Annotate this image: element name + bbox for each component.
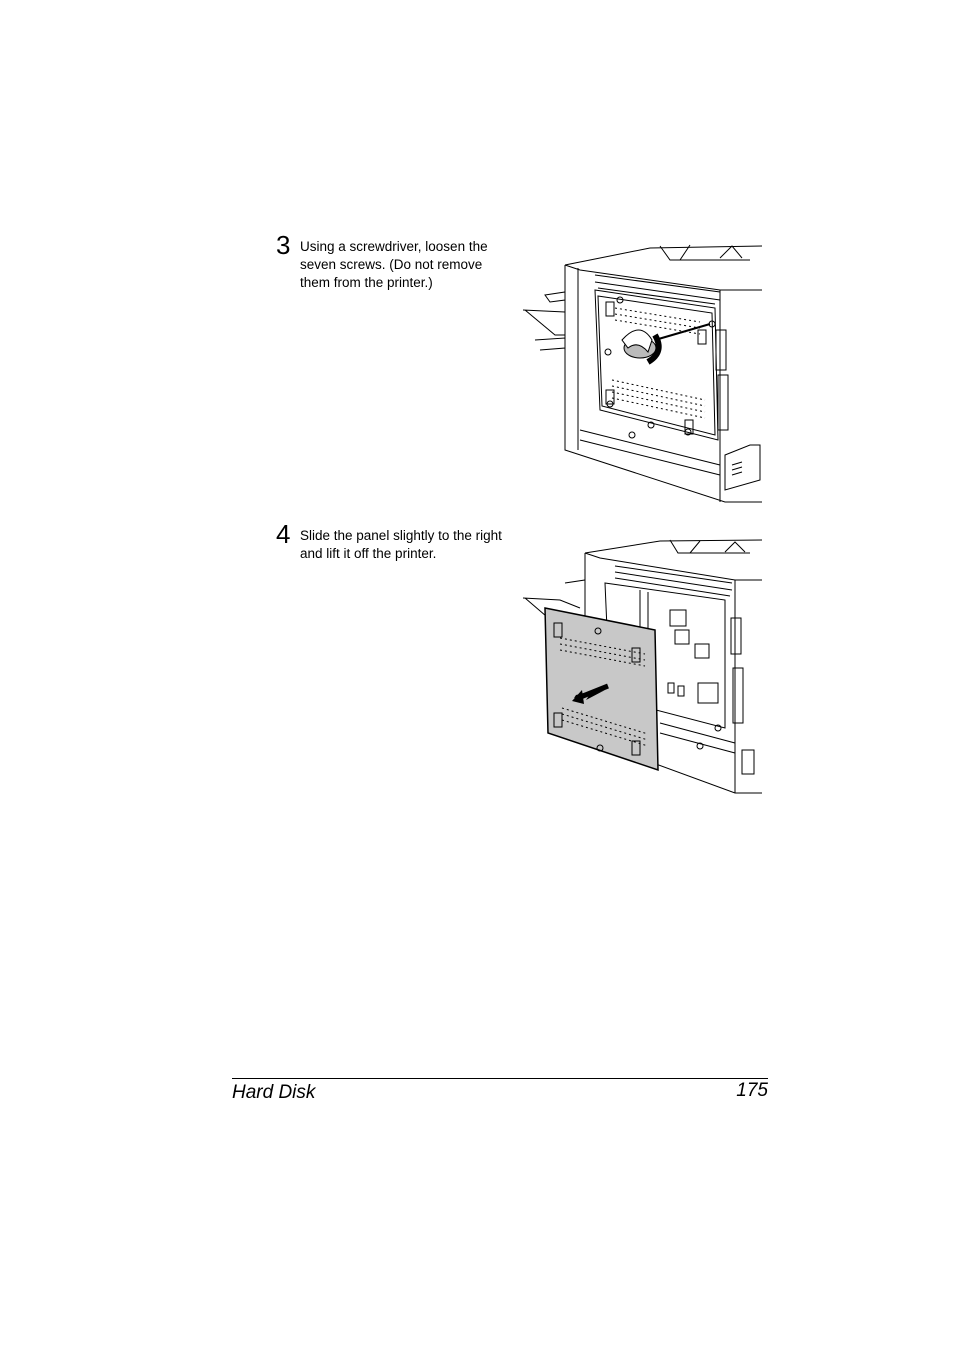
- step-number: 4: [276, 519, 291, 549]
- step-number: 3: [276, 230, 291, 260]
- step-instruction: Using a screwdriver, loosen the seven sc…: [300, 239, 488, 290]
- printer-remove-panel-illustration: [522, 539, 763, 794]
- arrow-left-icon: [572, 683, 609, 704]
- footer-divider: [232, 1078, 768, 1079]
- step-instruction: Slide the panel slightly to the right an…: [300, 528, 502, 561]
- footer-section-title: Hard Disk: [232, 1082, 316, 1103]
- screwdriver-icon: [621, 323, 711, 365]
- printer-loosen-screws-illustration: [522, 244, 763, 503]
- page-number: 175: [736, 1080, 768, 1101]
